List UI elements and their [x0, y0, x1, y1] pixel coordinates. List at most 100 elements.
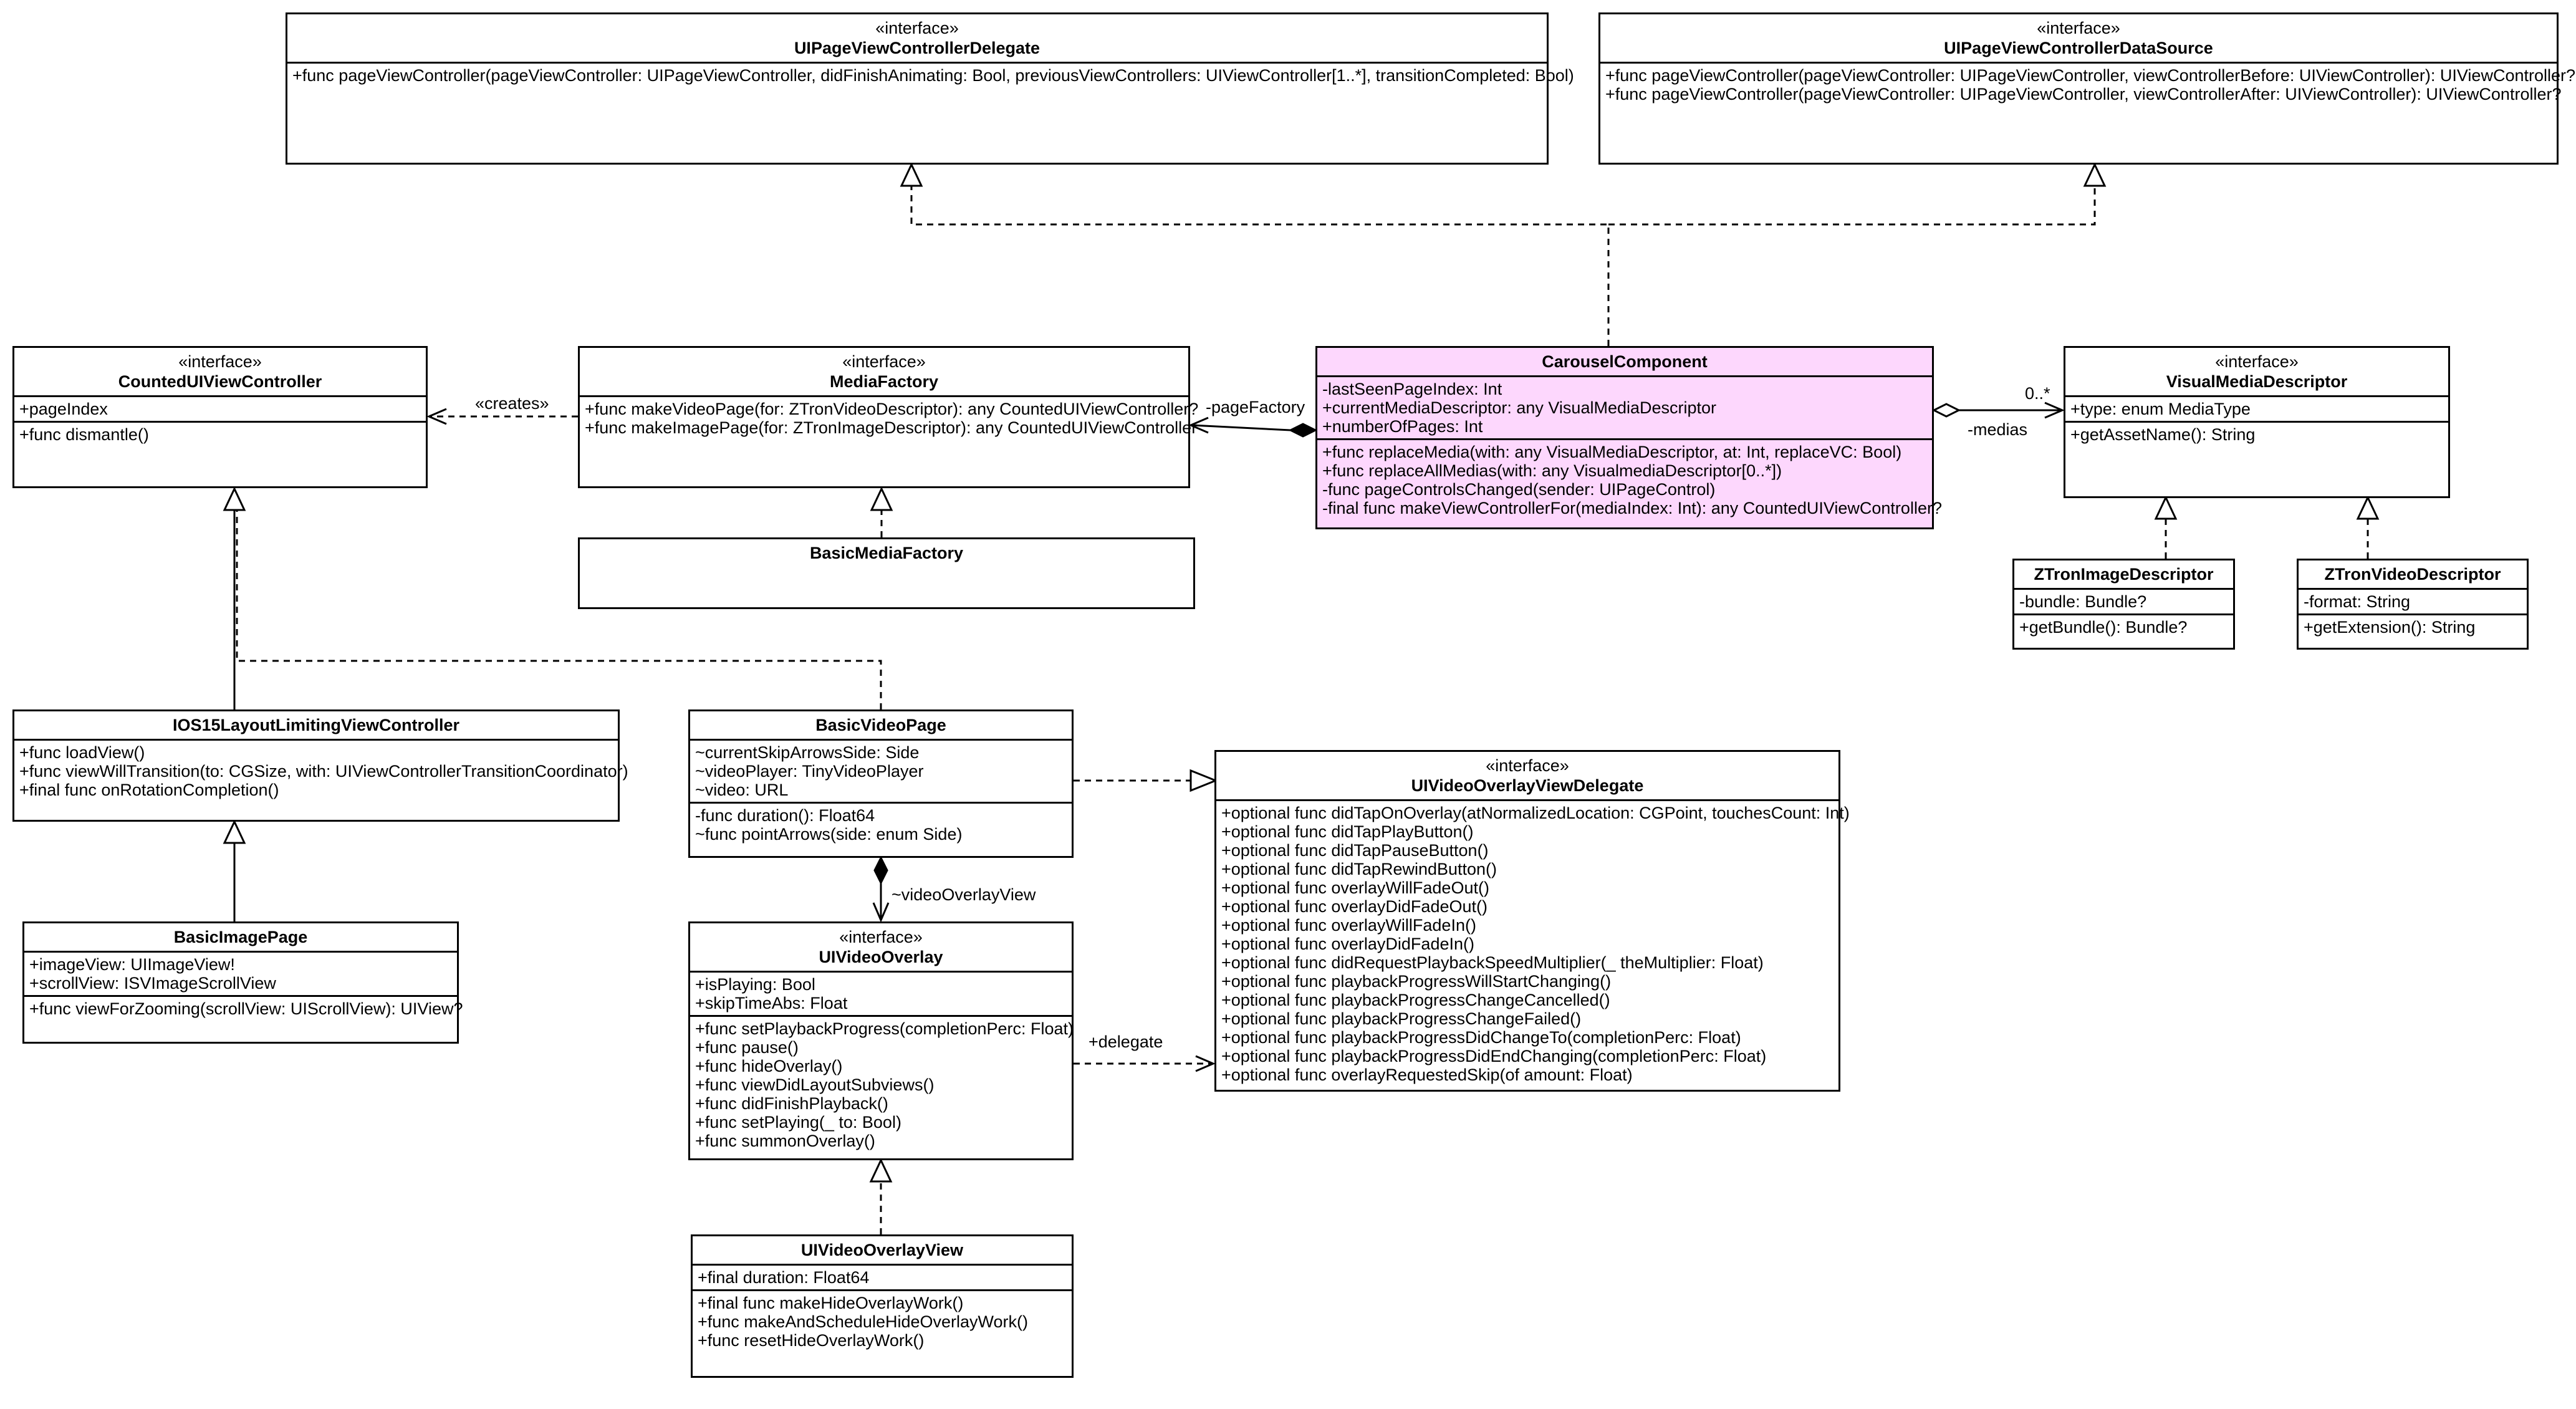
method-line: +func viewForZooming(scrollView: UIScrol…: [29, 999, 463, 1018]
method-line: +optional func didTapOnOverlay(atNormali…: [1221, 804, 1850, 822]
pagefactory-composition-diamond: [1288, 423, 1318, 438]
multiplicity-label: 0..*: [2025, 384, 2050, 403]
stereotype-label: «interface»: [1486, 756, 1569, 775]
medias-aggregation-diamond: [1931, 403, 1961, 418]
attribute-section: +imageView: UIImageView!+scrollView: ISV…: [24, 951, 457, 995]
method-line: +optional func playbackProgressDidChange…: [1221, 1028, 1741, 1047]
stereotype-label: «interface»: [2037, 19, 2120, 37]
class-header: «interface»UIPageViewControllerDataSourc…: [1600, 14, 2557, 62]
method-line: +func makeImagePage(for: ZTronImageDescr…: [585, 418, 1198, 437]
attribute-section: +final duration: Float64: [693, 1264, 1072, 1289]
class-mediafactory[interactable]: «interface»MediaFactory +func makeVideoPa…: [578, 346, 1199, 488]
class-uivideooverlayviewdelegate[interactable]: «interface»UIVideoOverlayViewDelegate +op…: [1214, 750, 1850, 1092]
class-basicmediafactory[interactable]: BasicMediaFactory: [578, 537, 1195, 609]
class-uipageviewcontrollerdelegate[interactable]: «interface»UIPageViewControllerDelegate +…: [286, 12, 1574, 165]
method-line: +func setPlaybackProgress(completionPerc…: [695, 1019, 1074, 1038]
method-line: +optional func didTapPlayButton(): [1221, 822, 1474, 841]
class-name: ZTronImageDescriptor: [2034, 565, 2214, 584]
class-header: «interface» UIVideoOverlay: [690, 923, 1072, 971]
class-name: VisualMediaDescriptor: [2166, 372, 2348, 391]
class-header: «interface»UIPageViewControllerDelegate: [287, 14, 1547, 62]
attribute-line: -bundle: Bundle?: [2019, 592, 2147, 611]
attribute-section: +pageIndex: [14, 395, 426, 421]
page-factory-label: -pageFactory: [1206, 398, 1305, 416]
method-line: +func pageViewController(pageViewControl…: [1605, 85, 2562, 103]
method-line: +func replaceAllMedias(with: any Visualm…: [1322, 461, 1782, 480]
method-line: +func resetHideOverlayWork(): [698, 1331, 925, 1350]
stereotype-label: «interface»: [842, 352, 926, 371]
attribute-line: +currentMediaDescriptor: any VisualMedia…: [1322, 398, 1717, 417]
method-section: +getBundle(): Bundle?: [2014, 613, 2233, 639]
attribute-section: -lastSeenPageIndex: Int+currentMediaDesc…: [1317, 375, 1932, 438]
class-header: «interface»CountedUIViewController: [14, 348, 426, 395]
class-name: ZTronVideoDescriptor: [2324, 565, 2501, 584]
method-line: +func makeVideoPage(for: ZTronVideoDescr…: [585, 400, 1199, 418]
zimage-realization-arrow: [2154, 495, 2178, 520]
class-name: CarouselComponent: [1542, 352, 1708, 371]
class-ios15layoutlimitingviewcontroller[interactable]: IOS15LayoutLimitingViewController+func l…: [12, 709, 628, 822]
method-section: +func pageViewController(pageViewControl…: [1600, 62, 2576, 106]
class-name: UIVideoOverlayViewDelegate: [1411, 776, 1644, 795]
method-line: +func pageViewController(pageViewControl…: [292, 66, 1574, 85]
method-line: +func setPlaying(_ to: Bool): [695, 1113, 901, 1132]
class-name: UIPageViewControllerDelegate: [794, 39, 1040, 57]
video-overlay-view-label: ~videoOverlayView: [892, 885, 1036, 904]
method-line: +getBundle(): Bundle?: [2019, 618, 2188, 637]
uivideooverlay-realization-arrow: [869, 1158, 893, 1183]
realization-arrow-delegate: [900, 162, 923, 187]
method-line: +optional func playbackProgressDidEndCha…: [1221, 1047, 1767, 1065]
class-basicimagepage[interactable]: BasicImagePage+imageView: UIImageView!+s…: [22, 921, 463, 1044]
attribute-line: ~video: URL: [695, 781, 789, 799]
class-ztronimagedescriptor[interactable]: ZTronImageDescriptor -bundle: Bundle? +get…: [2012, 559, 2235, 650]
stereotype-label: «interface»: [839, 928, 923, 946]
realization-line-datasource: [1608, 186, 2096, 226]
class-header: BasicImagePage: [24, 923, 457, 951]
attribute-line: +isPlaying: Bool: [695, 975, 815, 994]
attribute-line: +type: enum MediaType: [2070, 400, 2251, 418]
method-line: +optional func overlayDidFadeOut(): [1221, 897, 1487, 916]
attribute-line: -lastSeenPageIndex: Int: [1322, 380, 1502, 398]
ios15-generalization-arrow: [223, 819, 246, 844]
method-section: +optional func didTapOnOverlay(atNormali…: [1216, 799, 1850, 1087]
creates-dependency-arrow: [426, 408, 447, 425]
method-line: +final func onRotationCompletion(): [19, 781, 279, 799]
attribute-line: +scrollView: ISVImageScrollView: [29, 974, 276, 993]
attribute-line: +final duration: Float64: [698, 1268, 870, 1287]
class-uivideooverlay[interactable]: «interface» UIVideoOverlay+isPlaying: Boo…: [688, 921, 1074, 1160]
stereotype-label: «interface»: [178, 352, 262, 371]
class-visualmediadescriptor[interactable]: «interface»VisualMediaDescriptor+type: e…: [2064, 346, 2450, 498]
attribute-section: -format: String: [2299, 588, 2527, 613]
class-uipageviewcontrollerdatasource[interactable]: «interface»UIPageViewControllerDataSourc…: [1598, 12, 2576, 165]
pagefactory-composition-line: [1191, 424, 1291, 431]
method-line: +func hideOverlay(): [695, 1057, 843, 1075]
attribute-section: ~currentSkipArrowsSide: Side~videoPlayer…: [690, 739, 1072, 802]
medias-label: -medias: [1968, 420, 2028, 439]
method-line: +optional func overlayWillFadeOut(): [1221, 878, 1489, 897]
basicmediafactory-realization-arrow: [870, 486, 893, 511]
class-ztronvideodescriptor[interactable]: ZTronVideoDescriptor -format: String +getE…: [2297, 559, 2529, 650]
method-line: +func pageViewController(pageViewControl…: [1605, 66, 2576, 85]
class-name: UIVideoOverlay: [819, 948, 943, 966]
method-section: +func loadView()+func viewWillTransition…: [14, 739, 628, 802]
method-line: -final func makeViewControllerFor(mediaI…: [1322, 499, 1942, 517]
class-header: ZTronVideoDescriptor: [2299, 560, 2527, 588]
class-carouselcomponent[interactable]: CarouselComponent -lastSeenPageIndex: Int…: [1315, 346, 1942, 529]
method-section: +func dismantle(): [14, 421, 426, 446]
class-header: «interface»MediaFactory: [580, 348, 1188, 395]
class-header: CarouselComponent: [1317, 348, 1932, 375]
attribute-line: ~currentSkipArrowsSide: Side: [695, 743, 920, 762]
class-name: CountedUIViewController: [118, 372, 322, 391]
counted-generalization-arrow: [223, 486, 246, 511]
class-counteduiviewcontroller[interactable]: «interface»CountedUIViewController+pageI…: [12, 346, 428, 488]
method-line: +getExtension(): String: [2304, 618, 2476, 637]
method-line: +func summonOverlay(): [695, 1132, 875, 1150]
class-uivideooverlayview[interactable]: UIVideoOverlayView+final duration: Float…: [691, 1234, 1074, 1378]
class-basicvideopage[interactable]: BasicVideoPage~currentSkipArrowsSide: Si…: [688, 709, 1074, 858]
method-section: +func replaceMedia(with: any VisualMedia…: [1317, 438, 1942, 520]
overlaydelegate-realization-arrow: [1189, 769, 1219, 792]
attribute-line: +numberOfPages: Int: [1322, 417, 1483, 436]
class-header: IOS15LayoutLimitingViewController: [14, 711, 618, 739]
videooverlayview-arrow: [872, 902, 890, 923]
attribute-section: +type: enum MediaType: [2065, 395, 2448, 421]
medias-arrow: [2044, 402, 2065, 419]
